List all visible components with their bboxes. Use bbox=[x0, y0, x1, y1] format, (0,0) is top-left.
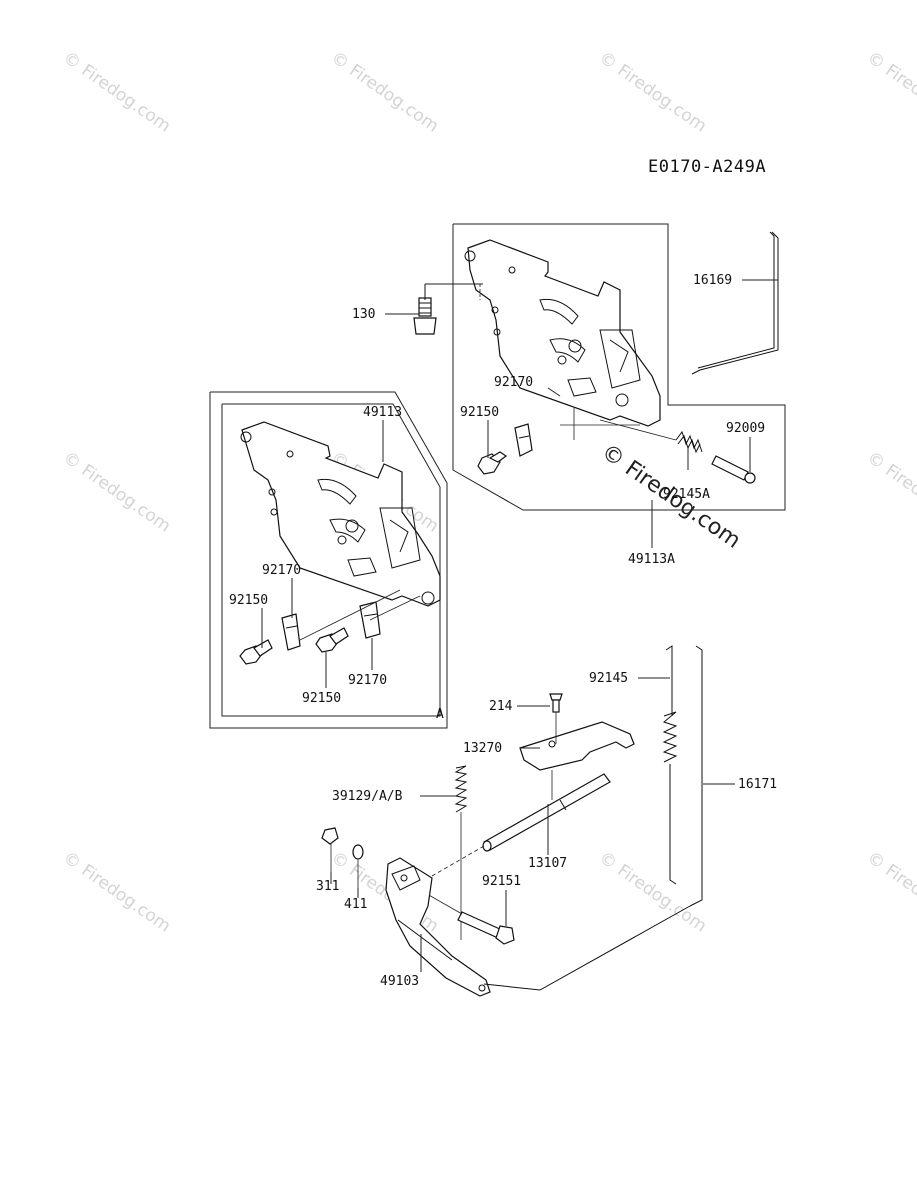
label-16171: 16171 bbox=[738, 777, 777, 792]
spring-92145A bbox=[675, 430, 703, 454]
label-411: 411 bbox=[344, 897, 367, 912]
label-39129: 39129/A/B bbox=[332, 789, 403, 804]
label-92170-top: 92170 bbox=[494, 375, 533, 390]
detail-a-label: A bbox=[436, 707, 444, 722]
label-92150-top: 92150 bbox=[460, 405, 499, 420]
label-92151: 92151 bbox=[482, 874, 521, 889]
watermark: © Firedog.com bbox=[595, 48, 710, 137]
label-92170-a1: 92170 bbox=[262, 563, 301, 578]
label-16169: 16169 bbox=[693, 273, 732, 288]
label-49103: 49103 bbox=[380, 974, 419, 989]
watermark: © Firedog.com bbox=[327, 48, 442, 137]
watermark-group: © Firedog.com © Firedog.com © Firedog.co… bbox=[59, 48, 917, 937]
watermark: © Firedog.com bbox=[595, 848, 710, 937]
label-92009: 92009 bbox=[726, 421, 765, 436]
label-92150-a1: 92150 bbox=[229, 593, 268, 608]
watermark: © Firedog.com bbox=[59, 848, 174, 937]
label-49113A: 49113A bbox=[628, 552, 675, 567]
label-311: 311 bbox=[316, 879, 339, 894]
label-49113: 49113 bbox=[363, 405, 402, 420]
leader-lines bbox=[261, 279, 778, 972]
label-92145: 92145 bbox=[589, 671, 628, 686]
detail-a-49113 bbox=[209, 391, 448, 729]
label-92150-a2: 92150 bbox=[302, 691, 341, 706]
upper-assembly-49113A bbox=[413, 223, 786, 511]
label-92145A: 92145A bbox=[663, 487, 710, 502]
watermark: © Firedog.com bbox=[59, 48, 174, 137]
label-130: 130 bbox=[352, 307, 375, 322]
label-92170-a2: 92170 bbox=[348, 673, 387, 688]
watermark: © Firedog.com bbox=[863, 448, 917, 537]
watermark: © Firedog.com bbox=[59, 448, 174, 537]
label-214: 214 bbox=[489, 699, 513, 714]
watermark: © Firedog.com bbox=[863, 48, 917, 137]
part-labels: 130 16169 92170 92150 92009 92145A 49113… bbox=[229, 273, 777, 989]
label-13107: 13107 bbox=[528, 856, 567, 871]
label-13270: 13270 bbox=[463, 741, 502, 756]
watermark: © Firedog.com bbox=[863, 848, 917, 937]
diagram-code: E0170-A249A bbox=[648, 157, 766, 177]
lower-assembly bbox=[321, 645, 703, 997]
